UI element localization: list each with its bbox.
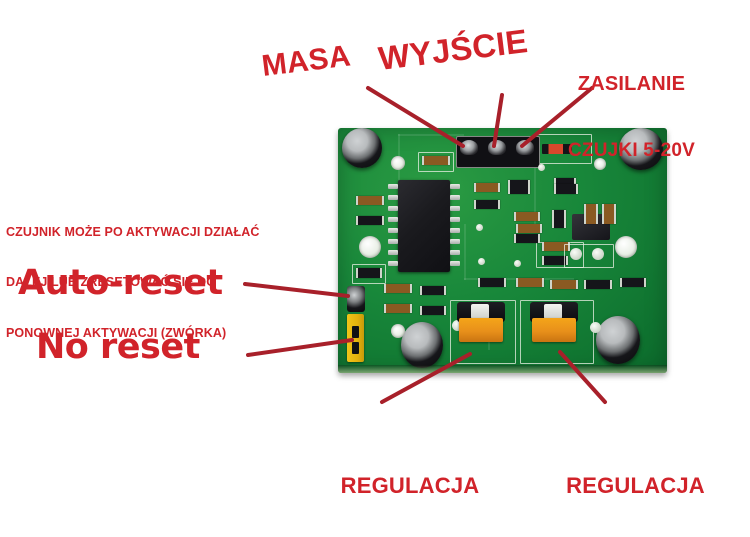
power-pin[interactable]	[516, 140, 534, 155]
jumper-header-top[interactable]	[347, 286, 365, 312]
jumper-pin	[352, 326, 359, 338]
label-reset-note-line2: DALEJ LUB ZRESETOWAĆ SIĘ DO	[6, 275, 217, 290]
label-no-reset: No reset	[36, 327, 200, 367]
label-regulacja-czulosci-line1: REGULACJA	[340, 473, 480, 499]
electrolytic-capacitor	[596, 316, 640, 364]
label-auto-reset: Auto-reset	[18, 263, 223, 303]
smd-resistor	[422, 156, 450, 165]
ic-leg	[388, 250, 398, 255]
ic-leg	[450, 239, 460, 244]
via	[514, 260, 521, 267]
smd-resistor	[356, 196, 384, 205]
smd-capacitor	[356, 268, 382, 278]
silk-outline	[352, 264, 386, 284]
ic-leg	[388, 239, 398, 244]
mounting-hole	[391, 156, 405, 170]
via	[570, 248, 582, 260]
leader-auto-reset	[243, 282, 350, 298]
smd-capacitor	[420, 286, 446, 295]
smd-resistor	[516, 278, 544, 287]
smd-resistor	[384, 304, 412, 313]
silk-outline	[450, 300, 516, 364]
smd-capacitor	[508, 180, 530, 194]
label-reset-note: CZUJNIK MOŻE PO AKTYWACJI DZIAŁAĆ DALEJ …	[6, 190, 260, 376]
electrolytic-capacitor	[342, 128, 382, 168]
pcb-trace	[534, 168, 536, 226]
ic-leg	[388, 217, 398, 222]
smd-capacitor	[552, 210, 566, 228]
label-regulacja-czasu: REGULACJA CZASU OPÓŹNIENIA	[528, 412, 743, 537]
electrolytic-capacitor	[619, 128, 663, 170]
label-regulacja-czulosci: REGULACJA CZUŁOŚCI	[300, 412, 520, 537]
label-zasilanie-line1: ZASILANIE	[577, 72, 686, 95]
label-masa: MASA	[259, 39, 353, 84]
biss0001-ic	[398, 180, 450, 272]
silk-outline	[418, 152, 454, 172]
via	[592, 248, 604, 260]
label-regulacja-czasu-line1: REGULACJA	[566, 473, 705, 499]
delay-potentiometer[interactable]	[528, 302, 580, 342]
via	[538, 164, 545, 171]
output-pin[interactable]	[488, 140, 506, 155]
smd-resistor	[516, 224, 542, 233]
label-zasilanie-line2: CZUJKI 5-20V	[568, 139, 695, 161]
smd-capacitor	[542, 256, 568, 265]
ic-leg	[450, 250, 460, 255]
smd-resistor	[514, 212, 540, 221]
pcb-trace	[398, 134, 464, 136]
mounting-hole	[615, 236, 637, 258]
mounting-hole	[391, 324, 405, 338]
ic-leg	[450, 184, 460, 189]
label-reset-note-line1: CZUJNIK MOŻE PO AKTYWACJI DZIAŁAĆ	[6, 224, 260, 239]
via	[452, 320, 463, 331]
via	[590, 322, 601, 333]
pir-sensor-pcb	[338, 128, 667, 373]
smd-resistor	[542, 242, 570, 251]
ic-leg	[450, 261, 460, 266]
ic-leg	[388, 206, 398, 211]
smd-capacitor	[620, 278, 646, 287]
ic-leg	[450, 217, 460, 222]
ic-leg	[450, 228, 460, 233]
smd-capacitor	[474, 200, 500, 209]
diode	[542, 144, 572, 154]
ic-leg	[388, 195, 398, 200]
via	[476, 224, 483, 231]
smd-capacitor	[554, 184, 578, 194]
reset-mode-jumper[interactable]	[347, 314, 364, 362]
smd-resistor	[584, 204, 598, 224]
smd-resistor	[384, 284, 412, 293]
smd-resistor	[474, 183, 500, 192]
pot-body	[459, 318, 503, 342]
pcb-trace	[464, 224, 466, 280]
ground-pin[interactable]	[460, 140, 478, 155]
label-reset-note-line3: PONOWNEJ AKTYWACJI (ZWÓRKA)	[6, 326, 227, 340]
electrolytic-capacitor	[401, 322, 443, 368]
smd-capacitor	[478, 278, 506, 287]
ic-leg	[388, 228, 398, 233]
ic-leg	[388, 261, 398, 266]
header-pin-block[interactable]	[456, 136, 540, 168]
leader-no-reset	[246, 338, 354, 357]
pot-body	[532, 318, 576, 342]
smd-capacitor	[420, 306, 446, 315]
pot-adjust-slot[interactable]	[471, 304, 489, 319]
smd-resistor	[602, 204, 616, 224]
smd-capacitor	[514, 234, 540, 243]
ic-leg	[450, 195, 460, 200]
pot-adjust-slot[interactable]	[544, 304, 562, 319]
silk-outline	[564, 244, 614, 268]
smd-capacitor	[584, 280, 612, 289]
jumper-pin	[352, 342, 359, 354]
ic-leg	[388, 184, 398, 189]
mounting-hole	[594, 158, 606, 170]
label-zasilanie: ZASILANIE CZUJKI 5-20V	[568, 28, 695, 206]
sensitivity-potentiometer[interactable]	[455, 302, 507, 342]
ic-leg	[450, 206, 460, 211]
mounting-hole	[359, 236, 381, 258]
smd-capacitor	[356, 216, 384, 225]
label-wyjscie: WYJŚCIE	[376, 22, 530, 78]
smd-resistor	[550, 280, 578, 289]
via	[478, 258, 485, 265]
